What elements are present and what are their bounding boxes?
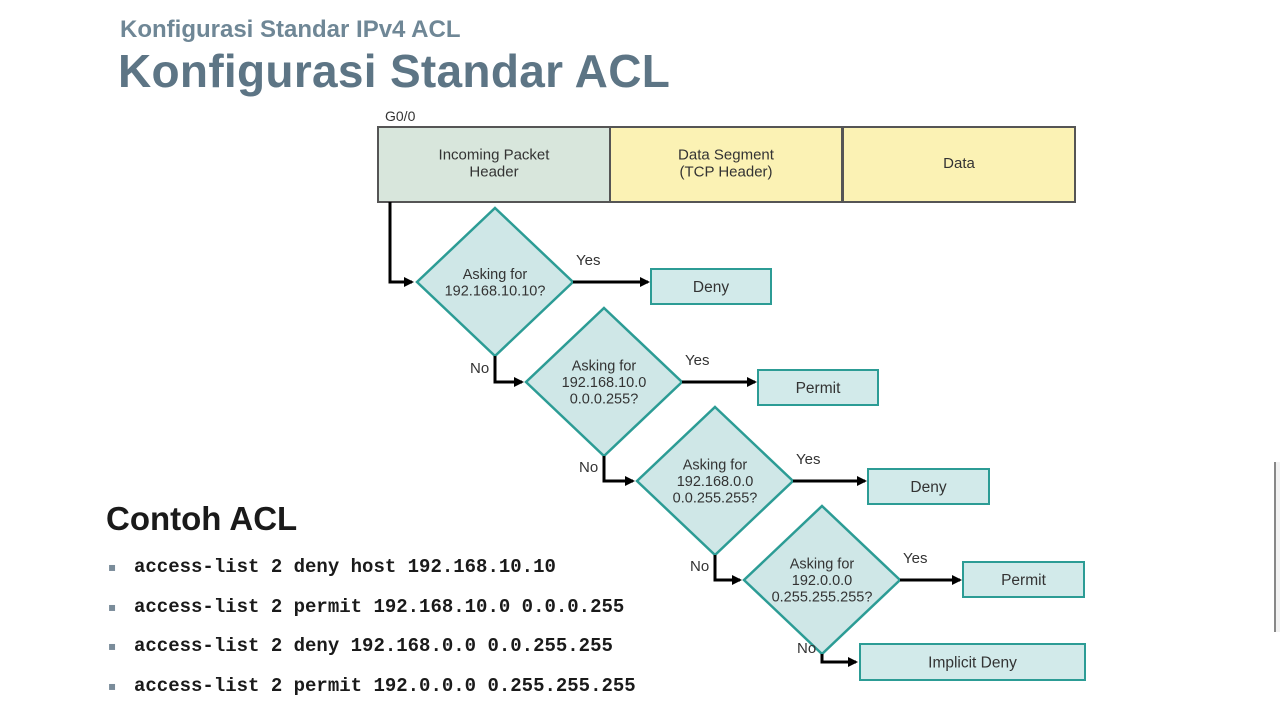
bullet-icon: ▪ bbox=[108, 560, 117, 574]
outcome-box bbox=[757, 369, 879, 406]
decision-label: Asking for bbox=[790, 557, 855, 573]
bullet-icon: ▪ bbox=[108, 639, 117, 653]
slide-edge-fragment bbox=[1274, 462, 1280, 632]
acl-command-text: access-list 2 deny 192.168.0.0 0.0.255.2… bbox=[134, 635, 613, 657]
yes-label: Yes bbox=[685, 352, 709, 369]
acl-command-text: access-list 2 deny host 192.168.10.10 bbox=[134, 556, 556, 578]
implicit-deny-label: Implicit Deny bbox=[928, 654, 1017, 671]
bullet-icon: ▪ bbox=[108, 599, 117, 614]
no-arrow bbox=[493, 356, 524, 387]
decision-label: 192.0.0.0 bbox=[792, 573, 852, 589]
decision-label: Asking for bbox=[572, 359, 637, 375]
outcome-label: Permit bbox=[1001, 572, 1046, 589]
packet-segment-label: Data Segment bbox=[678, 146, 775, 163]
outcome-label: Deny bbox=[910, 479, 946, 496]
acl-command-text: access-list 2 permit 192.168.10.0 0.0.0.… bbox=[134, 595, 625, 618]
decision-label: Asking for bbox=[683, 458, 748, 474]
decision-label: Asking for bbox=[463, 267, 528, 283]
yes-label: Yes bbox=[903, 550, 927, 567]
packet-segment-label: Header bbox=[469, 163, 518, 180]
outcome-label: Deny bbox=[693, 279, 729, 296]
no-arrow bbox=[820, 654, 858, 667]
acl-command: ▪ access-list 2 deny host 192.168.10.10 bbox=[106, 548, 636, 588]
packet-segment-label: Data bbox=[943, 155, 975, 172]
acl-command: ▪ access-list 2 permit 192.168.10.0 0.0.… bbox=[106, 588, 636, 628]
decision-label: 192.168.10.0 bbox=[562, 375, 647, 391]
outcome-box bbox=[867, 468, 990, 505]
acl-command: ▪ access-list 2 deny 192.168.0.0 0.0.255… bbox=[106, 627, 636, 667]
slide-title: Konfigurasi Standar ACL bbox=[118, 45, 671, 97]
outcome-box bbox=[962, 561, 1085, 598]
acl-command: ▪ access-list 2 permit 192.0.0.0 0.255.2… bbox=[106, 667, 636, 707]
acl-command-list: ▪ access-list 2 deny host 192.168.10.10 … bbox=[106, 548, 636, 706]
example-heading: Contoh ACL bbox=[106, 500, 298, 537]
bullet-icon: ▪ bbox=[108, 678, 117, 693]
packet-segment bbox=[842, 126, 1076, 203]
interface-label: G0/0 bbox=[385, 108, 416, 124]
no-label: No bbox=[797, 640, 816, 657]
outcome-label: Permit bbox=[796, 380, 841, 397]
no-arrow bbox=[602, 456, 635, 486]
packet-segment-label: (TCP Header) bbox=[679, 163, 772, 180]
no-label: No bbox=[470, 360, 489, 377]
packet-segment-label: Incoming Packet bbox=[439, 146, 551, 163]
acl-command-text: access-list 2 permit 192.0.0.0 0.255.255… bbox=[134, 674, 636, 697]
packet-segment bbox=[609, 126, 843, 203]
flow-arrow bbox=[388, 202, 414, 287]
decision-label: 0.255.255.255? bbox=[772, 590, 873, 606]
no-arrow bbox=[713, 555, 742, 585]
implicit-deny-box bbox=[859, 643, 1086, 681]
decision-label: 192.168.0.0 bbox=[677, 474, 754, 490]
yes-label: Yes bbox=[576, 252, 600, 269]
slide-subtitle: Konfigurasi Standar IPv4 ACL bbox=[120, 16, 461, 43]
decision-label: 192.168.10.10? bbox=[445, 283, 546, 299]
no-label: No bbox=[690, 558, 709, 575]
no-label: No bbox=[579, 459, 598, 476]
decision-label: 0.0.0.255? bbox=[570, 392, 639, 408]
decision-label: 0.0.255.255? bbox=[673, 491, 758, 507]
outcome-box bbox=[650, 268, 772, 305]
yes-label: Yes bbox=[796, 451, 820, 468]
